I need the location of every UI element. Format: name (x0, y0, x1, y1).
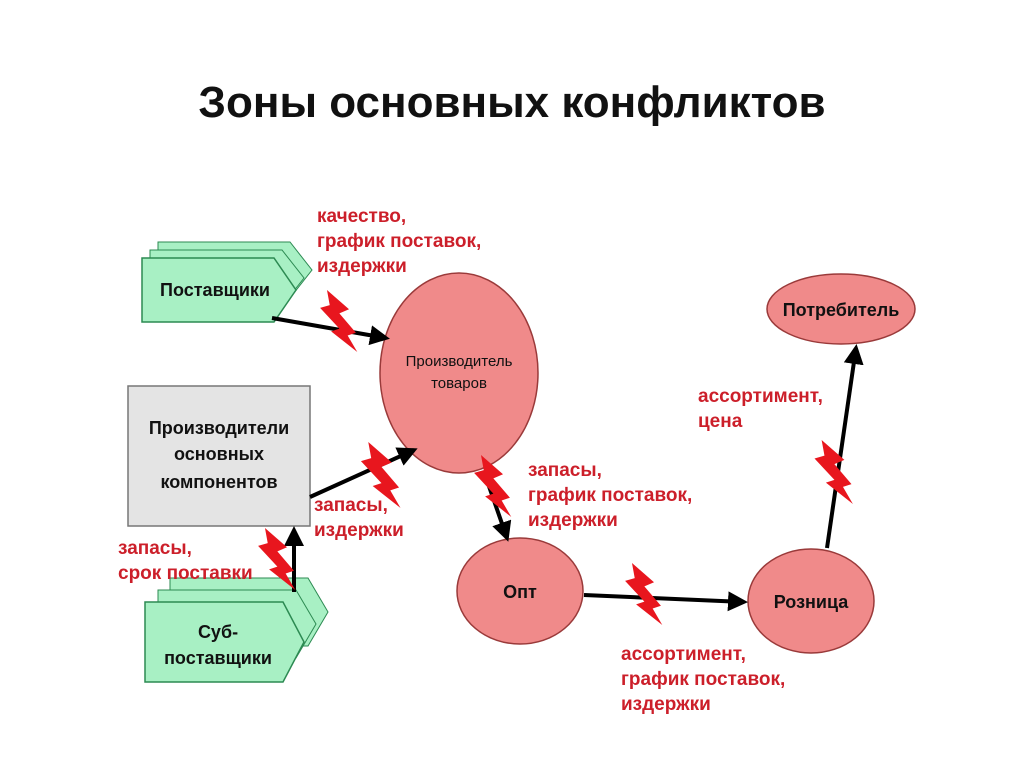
conflict-retail-consumer: ассортимент, цена (698, 386, 823, 432)
retail-node: Розница (747, 548, 875, 654)
components-label-line3: компонентов (160, 472, 277, 492)
conflict-text: издержки (621, 694, 711, 715)
subsuppliers-node: Суб- поставщики (144, 577, 329, 683)
lightning-bolt-icon (320, 290, 358, 352)
conflict-text: издержки (314, 520, 404, 541)
conflict-text: издержки (317, 256, 407, 277)
conflict-text: издержки (528, 510, 618, 531)
suppliers-node: Поставщики (141, 241, 313, 323)
producer-label-line1: Производитель (406, 353, 513, 370)
lightning-bolt-icon (625, 563, 663, 625)
arrow-icon (825, 344, 864, 549)
conflict-text: качество, (317, 206, 406, 227)
conflict-text: запасы, (118, 538, 192, 559)
conflict-text: запасы, (528, 460, 602, 481)
conflict-text: срок поставки (118, 563, 253, 584)
conflict-producer-wholesale: запасы, график поставок, издержки (528, 460, 692, 531)
conflict-text: запасы, (314, 495, 388, 516)
conflict-components-producer: запасы, издержки (314, 495, 404, 541)
arrow-icon (309, 447, 418, 499)
components-node: Производители основных компонентов (127, 385, 311, 527)
arrow-icon (271, 316, 390, 346)
conflict-text: график поставок, (621, 669, 785, 690)
wholesale-node: Опт (456, 537, 584, 645)
components-label-line2: основных (174, 444, 264, 464)
conflict-text: ассортимент, (698, 386, 823, 407)
conflict-text: график поставок, (528, 485, 692, 506)
wholesale-label: Опт (503, 582, 537, 602)
conflict-text: цена (698, 411, 743, 432)
subsuppliers-label-line1: Суб- (198, 622, 238, 642)
retail-label: Розница (774, 592, 849, 612)
conflict-text: график поставок, (317, 231, 481, 252)
conflict-sub-components: запасы, срок поставки (118, 538, 253, 584)
components-label-line1: Производители (149, 418, 289, 438)
consumer-label: Потребитель (783, 300, 900, 320)
arrow-icon (583, 591, 748, 612)
consumer-node: Потребитель (766, 273, 916, 345)
conflict-wholesale-retail: ассортимент, график поставок, издержки (621, 644, 785, 715)
conflict-suppliers-producer: качество, график поставок, издержки (317, 206, 481, 277)
subsuppliers-label-line2: поставщики (164, 648, 272, 668)
suppliers-label: Поставщики (160, 280, 270, 300)
slide-title: Зоны основных конфликтов (198, 78, 826, 127)
conflict-text: ассортимент, (621, 644, 746, 665)
producer-node: Производитель товаров (379, 272, 539, 474)
producer-label-line2: товаров (431, 375, 487, 392)
